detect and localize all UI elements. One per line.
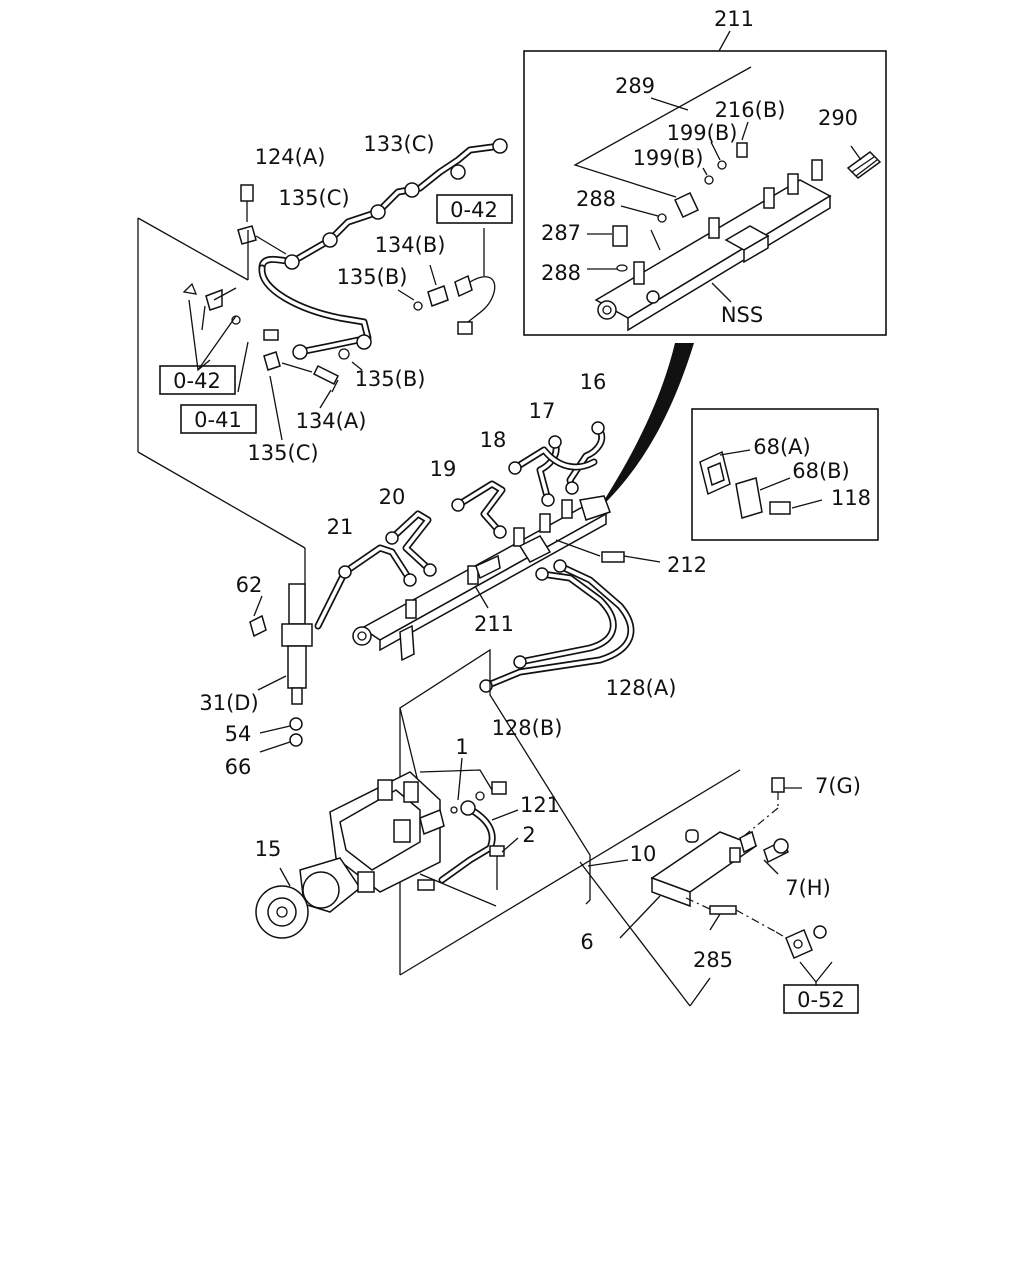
label-17: 17 bbox=[529, 399, 556, 423]
fuel-feed-pipes-128 bbox=[479, 559, 635, 693]
label-128a: 128(A) bbox=[606, 676, 677, 700]
label-7h: 7(H) bbox=[785, 876, 831, 900]
label-289: 289 bbox=[615, 74, 655, 98]
ref-0-42-top: 0-42 bbox=[450, 198, 498, 222]
label-10: 10 bbox=[630, 842, 657, 866]
label-287: 287 bbox=[541, 221, 581, 245]
injection-pipes bbox=[314, 421, 606, 630]
label-211-top: 211 bbox=[714, 7, 754, 31]
label-124a: 124(A) bbox=[255, 145, 326, 169]
reference-box-0-42-top: 0-42 bbox=[436, 194, 513, 224]
label-68b: 68(B) bbox=[792, 459, 850, 483]
label-1: 1 bbox=[455, 735, 468, 759]
ref-0-42-left: 0-42 bbox=[173, 369, 221, 393]
label-19: 19 bbox=[430, 457, 457, 481]
common-rail-211 bbox=[352, 495, 661, 662]
label-133c: 133(C) bbox=[363, 132, 434, 156]
upper-left-fittings bbox=[182, 184, 496, 393]
label-54: 54 bbox=[225, 722, 252, 746]
label-7g: 7(G) bbox=[815, 774, 861, 798]
label-118: 118 bbox=[831, 486, 871, 510]
label-135c-1: 135(C) bbox=[278, 186, 349, 210]
ref-0-52: 0-52 bbox=[797, 988, 845, 1012]
label-31d: 31(D) bbox=[199, 691, 258, 715]
ref-0-41: 0-41 bbox=[194, 408, 242, 432]
return-pipe-133c bbox=[258, 138, 508, 360]
label-288-1: 288 bbox=[576, 187, 616, 211]
reference-box-0-41: 0-41 bbox=[180, 404, 257, 434]
part-labels: 211 289 216(B) 290 199(B) 199(B) 288 287… bbox=[199, 7, 871, 972]
detail-pointer bbox=[598, 343, 694, 510]
label-15: 15 bbox=[255, 837, 282, 861]
label-135c-2: 135(C) bbox=[247, 441, 318, 465]
label-68a: 68(A) bbox=[753, 435, 810, 459]
label-128b: 128(B) bbox=[492, 716, 563, 740]
label-16: 16 bbox=[580, 370, 607, 394]
label-199b-1: 199(B) bbox=[667, 121, 738, 145]
label-2: 2 bbox=[522, 823, 535, 847]
label-285: 285 bbox=[693, 948, 733, 972]
label-20: 20 bbox=[379, 485, 406, 509]
label-288-2: 288 bbox=[541, 261, 581, 285]
label-216b: 216(B) bbox=[715, 98, 786, 122]
label-6: 6 bbox=[580, 930, 593, 954]
label-134b: 134(B) bbox=[375, 233, 446, 257]
label-135b-2: 135(B) bbox=[355, 367, 426, 391]
label-nss: NSS bbox=[721, 303, 763, 327]
rail-outlet bbox=[633, 159, 823, 285]
injector-31d bbox=[249, 583, 313, 753]
label-212: 212 bbox=[667, 553, 707, 577]
reference-box-0-42-left: 0-42 bbox=[159, 365, 236, 395]
pump-assembly bbox=[255, 648, 741, 976]
label-121: 121 bbox=[520, 793, 560, 817]
label-135b-1: 135(B) bbox=[337, 265, 408, 289]
common-rail-detail-box bbox=[523, 30, 887, 336]
label-134a: 134(A) bbox=[296, 409, 367, 433]
label-21: 21 bbox=[327, 515, 354, 539]
label-211-mid: 211 bbox=[474, 612, 514, 636]
label-199b-2: 199(B) bbox=[633, 146, 704, 170]
overflow-valve-group bbox=[579, 777, 833, 1007]
reference-box-0-52: 0-52 bbox=[783, 984, 859, 1014]
label-62: 62 bbox=[236, 573, 263, 597]
label-18: 18 bbox=[480, 428, 507, 452]
label-66: 66 bbox=[225, 755, 252, 779]
clamp-detail-box bbox=[691, 408, 879, 541]
label-290: 290 bbox=[818, 106, 858, 130]
